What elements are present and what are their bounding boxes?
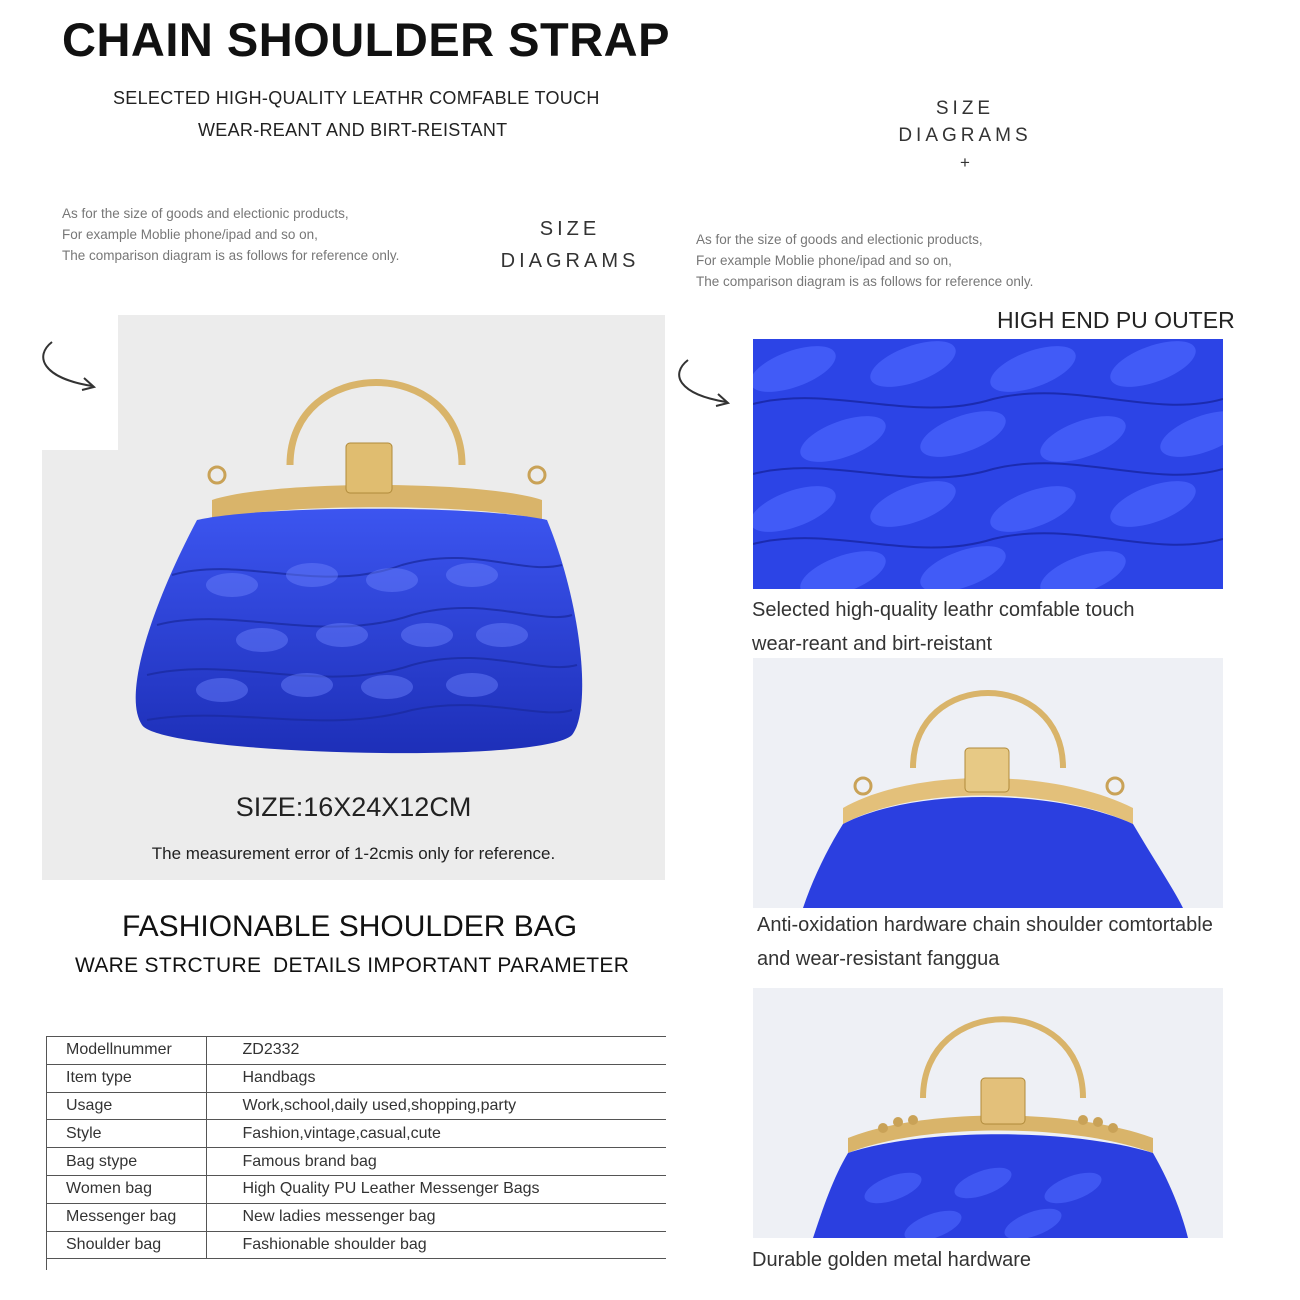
section-subtitle-right: DETAILS IMPORTANT PARAMETER bbox=[273, 954, 630, 977]
spec-key: Messenger bag bbox=[46, 1203, 207, 1232]
detail-caption: Anti-oxidation hardware chain shoulder c… bbox=[757, 908, 1213, 976]
spec-value: Fashionable shoulder bag bbox=[206, 1231, 666, 1260]
right-note-line1: As for the size of goods and electionic … bbox=[696, 232, 983, 247]
section-title: FASHIONABLE SHOULDER BAG bbox=[122, 910, 578, 943]
spec-value: High Quality PU Leather Messenger Bags bbox=[206, 1175, 666, 1204]
spec-value: Famous brand bag bbox=[206, 1147, 666, 1176]
spec-key: Bag stype bbox=[46, 1147, 207, 1176]
plus-sign: + bbox=[960, 153, 970, 172]
right-note-line3: The comparison diagram is as follows for… bbox=[696, 274, 1034, 289]
spec-key: Women bag bbox=[46, 1175, 207, 1204]
left-note-line3: The comparison diagram is as follows for… bbox=[62, 248, 400, 263]
measurement-note: The measurement error of 1-2cmis only fo… bbox=[151, 844, 556, 863]
detail-1-caption-2: wear-reant and birt-reistant bbox=[752, 633, 993, 655]
left-size-heading-line1: SIZE bbox=[539, 218, 601, 240]
right-size-heading-line2: DIAGRAMS bbox=[898, 125, 1032, 146]
detail-2-caption-1: Anti-oxidation hardware chain shoulder c… bbox=[757, 914, 1213, 936]
detail-caption: Durable golden metal hardware bbox=[752, 1249, 1032, 1271]
spec-value: New ladies messenger bag bbox=[206, 1203, 666, 1232]
header-subline-2: WEAR-REANT AND BIRT-REISTANT bbox=[198, 120, 508, 140]
curved-arrow-icon bbox=[678, 359, 731, 407]
detail-1-caption-1: Selected high-quality leathr comfable to… bbox=[752, 599, 1135, 621]
left-note-line2: For example Moblie phone/ipad and so on, bbox=[62, 227, 318, 242]
detail-2-caption-2: and wear-resistant fanggua bbox=[757, 948, 1000, 970]
spec-key: Item type bbox=[46, 1064, 207, 1093]
hardware-detail-image bbox=[753, 658, 1223, 908]
right-size-heading: SIZE DIAGRAMS + bbox=[885, 95, 1045, 176]
main-handbag-image bbox=[135, 379, 583, 754]
detail-caption: Selected high-quality leathr comfable to… bbox=[752, 593, 1134, 661]
page-title: CHAIN SHOULDER STRAP bbox=[62, 13, 670, 66]
spec-value: ZD2332 bbox=[206, 1036, 666, 1065]
left-size-heading-line2: DIAGRAMS bbox=[500, 250, 640, 272]
left-reference-note: As for the size of goods and electionic … bbox=[62, 203, 399, 266]
section-subtitle-left: WARE STRCTURE bbox=[75, 954, 262, 977]
size-text: SIZE:16X24X12CM bbox=[235, 792, 472, 822]
spec-key: Usage bbox=[46, 1092, 207, 1121]
right-size-heading-line1: SIZE bbox=[935, 98, 995, 119]
spec-key: Modellnummer bbox=[46, 1036, 207, 1065]
spec-key: Shoulder bag bbox=[46, 1231, 207, 1260]
spec-key: Style bbox=[46, 1119, 207, 1149]
right-reference-note: As for the size of goods and electionic … bbox=[696, 229, 1033, 292]
leather-texture-image bbox=[753, 339, 1223, 589]
spec-value: Work,school,daily used,shopping,party bbox=[206, 1092, 666, 1121]
detail-title: HIGH END PU OUTER bbox=[997, 307, 1235, 333]
left-size-heading: SIZE DIAGRAMS bbox=[490, 213, 650, 277]
spec-value: Fashion,vintage,casual,cute bbox=[206, 1119, 666, 1149]
spec-value: Handbags bbox=[206, 1064, 666, 1093]
right-note-line2: For example Moblie phone/ipad and so on, bbox=[696, 253, 952, 268]
golden-hardware-image bbox=[753, 988, 1223, 1238]
left-note-line1: As for the size of goods and electionic … bbox=[62, 206, 349, 221]
header-subline-1: SELECTED HIGH-QUALITY LEATHR COMFABLE TO… bbox=[113, 88, 600, 108]
curved-arrow-icon bbox=[42, 341, 97, 391]
